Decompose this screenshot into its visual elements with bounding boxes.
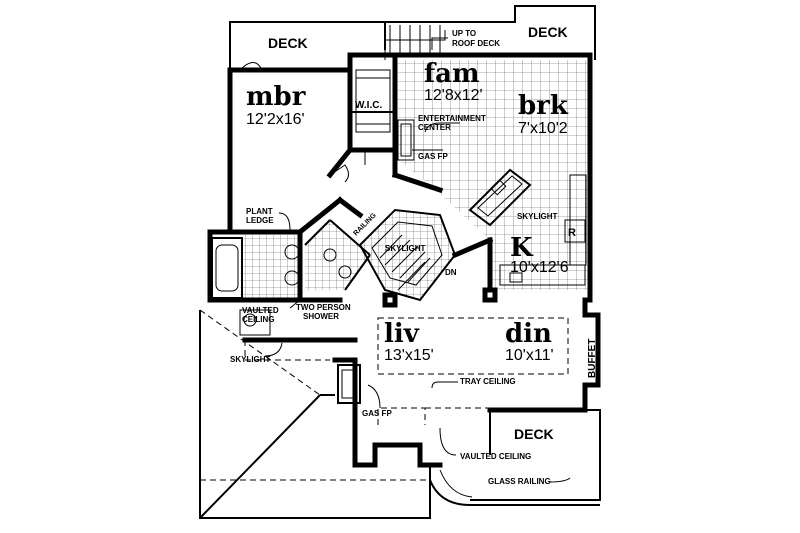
exterior-walls: [207, 52, 601, 468]
glass-railing-label: GLASS RAILING: [488, 477, 551, 486]
tray-ceiling: [377, 317, 569, 375]
entertainment-center: [397, 119, 415, 161]
deck-bottom-label: DECK: [514, 426, 554, 442]
tray-ceiling-label: TRAY CEILING: [460, 377, 516, 386]
center-label: CENTER: [418, 123, 451, 132]
bath-fixtures: [211, 237, 352, 336]
labels: DECK DECK UP TO ROOF DECK mbr 12'2x16' W…: [230, 24, 598, 486]
doors: [239, 62, 366, 183]
kitchen-counters: [499, 174, 587, 286]
leader-lines: [264, 37, 571, 483]
walk-in-closet: [355, 69, 391, 133]
room-liv-name: liv: [384, 319, 420, 349]
two-person-label: TWO PERSON: [296, 303, 351, 312]
room-k-dim: 10'x12'6: [510, 259, 569, 276]
room-k-name: K: [510, 233, 534, 263]
roof-deck-stairs: [385, 25, 446, 55]
room-brk-dim: 7'x10'2: [518, 120, 568, 137]
wic-label: W.I.C.: [355, 100, 382, 111]
shower-label: SHOWER: [303, 312, 339, 321]
room-liv-dim: 13'x15': [384, 347, 434, 364]
room-brk-name: brk: [518, 91, 569, 121]
dn-label: DN: [445, 268, 457, 277]
vaulted-ceiling-liv-label: VAULTED CEILING: [460, 452, 531, 461]
roof-deck-label: ROOF DECK: [452, 39, 500, 48]
room-fam-name: fam: [424, 59, 480, 89]
ledge-label: LEDGE: [246, 216, 274, 225]
buffet-label: BUFFET: [587, 339, 598, 378]
room-fam-dim: 12'8x12': [424, 87, 483, 104]
living-fireplace: [337, 364, 361, 404]
skylight-stair-label: SKYLIGHT: [385, 244, 426, 253]
tile-floor: [398, 60, 590, 290]
interior-walls: [296, 52, 498, 308]
room-mbr-name: mbr: [246, 82, 306, 112]
room-din-name: din: [505, 319, 552, 349]
vaulted-bath-label: VAULTED: [242, 306, 279, 315]
plant-label: PLANT: [246, 207, 273, 216]
skylight-bath-label: SKYLIGHT: [230, 355, 271, 364]
ceiling-bath-label: CEILING: [242, 315, 274, 324]
entertainment-label: ENTERTAINMENT: [418, 114, 486, 123]
shower-walls: [304, 219, 371, 291]
skylight-kitchen-label: SKYLIGHT: [517, 212, 558, 221]
stair-core: [358, 208, 457, 302]
refrigerator-label: R: [568, 227, 576, 239]
up-to-label: UP TO: [452, 29, 476, 38]
gas-fp-liv-label: GAS FP: [362, 409, 392, 418]
stair-area: [360, 210, 455, 300]
deck-top-right-label: DECK: [528, 24, 568, 40]
room-din-dim: 10'x11': [505, 347, 554, 364]
deck-top-left-label: DECK: [268, 35, 308, 51]
kitchen-island: [468, 168, 532, 227]
vaulted-ceiling-liv: [377, 407, 585, 425]
lower-roof: [199, 309, 431, 519]
room-mbr-dim: 12'2x16': [246, 111, 305, 128]
gas-fp-fam-label: GAS FP: [418, 152, 448, 161]
